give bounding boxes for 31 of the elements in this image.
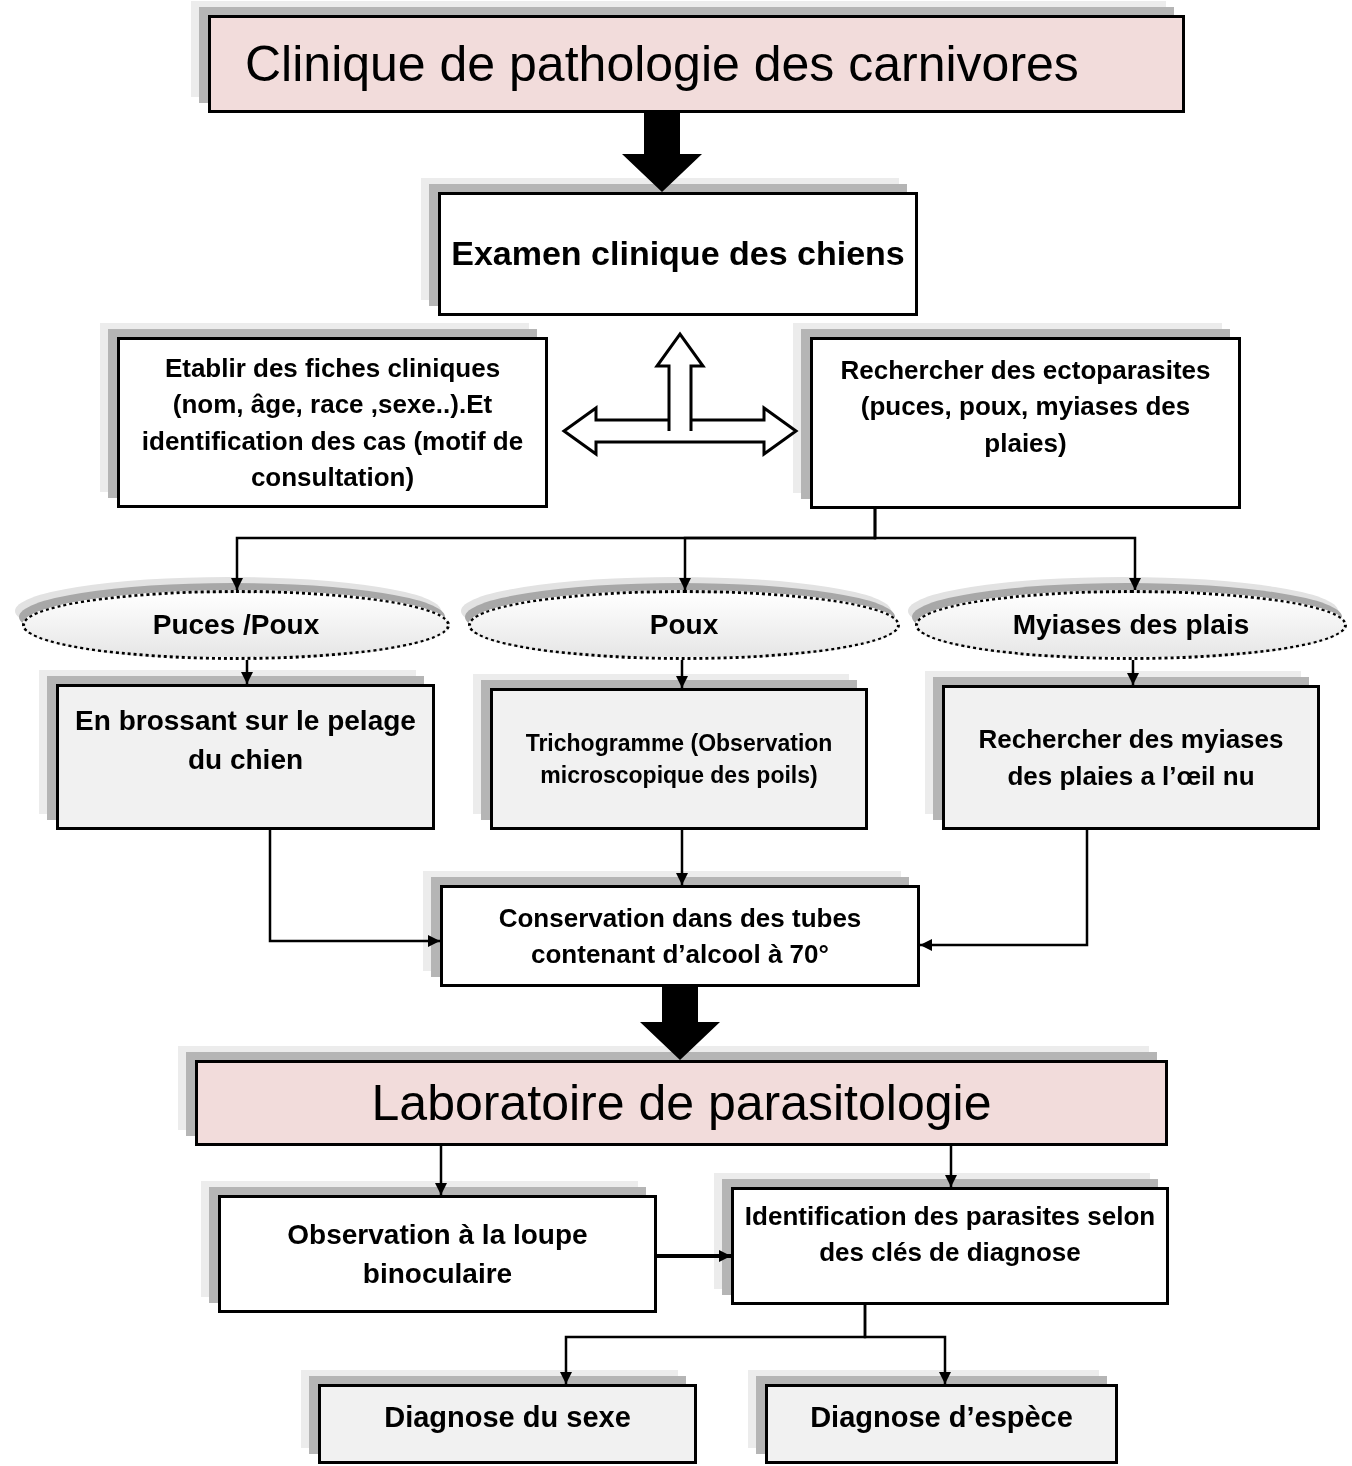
arrow xyxy=(873,509,1141,590)
node-label: Diagnose du sexe xyxy=(383,1400,632,1435)
arrow xyxy=(920,830,1089,951)
node-label: Trichogramme (Observation microscopique des poils) xyxy=(524,728,834,790)
arrow xyxy=(241,660,253,684)
arrow xyxy=(676,830,688,885)
node-label: En brossant sur le pelage du chien xyxy=(74,704,417,778)
node-label: Puces /Poux xyxy=(151,608,321,643)
arrow xyxy=(863,1305,951,1384)
node-label: Conservation dans des tubes contenant d’alcool à 70° xyxy=(497,901,863,971)
node-label: Identification des parasites selon des clés de diagnose xyxy=(743,1200,1157,1270)
block-arrow xyxy=(622,113,702,192)
arrow xyxy=(435,1146,447,1195)
node-label: Examen clinique des chiens xyxy=(450,233,906,275)
node-label: Diagnose d’espèce xyxy=(809,1400,1074,1435)
node-label: Observation à la loupe binoculaire xyxy=(286,1217,589,1291)
node-label: Myiases des plais xyxy=(1011,608,1251,643)
arrow xyxy=(657,1250,731,1262)
node-label: Poux xyxy=(648,608,720,643)
hollow-arrow xyxy=(561,405,799,457)
arrow xyxy=(945,1146,957,1187)
block-arrow xyxy=(640,987,720,1060)
node-label: Rechercher des ectoparasites (puces, poux, myiases des plaies) xyxy=(839,354,1212,460)
node-label: Etablir des fiches cliniques (nom, âge, race ,sexe..).Et identification des cas (motif de consultation) xyxy=(140,351,525,494)
heading: Clinique de pathologie des carnivores xyxy=(244,35,1080,94)
hollow-arrow xyxy=(654,331,706,433)
arrow xyxy=(676,660,688,688)
arrow xyxy=(268,830,440,947)
heading: Laboratoire de parasitologie xyxy=(370,1074,993,1133)
arrow xyxy=(1127,660,1139,685)
node-label: Rechercher des myiases des plaies a l’œil nu xyxy=(977,723,1285,793)
